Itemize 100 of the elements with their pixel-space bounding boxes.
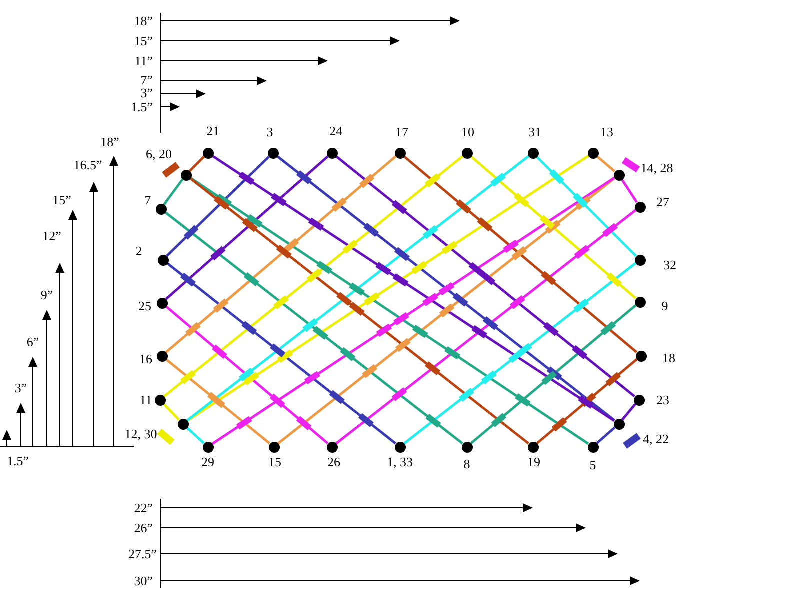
peg-number: 23: [656, 394, 670, 406]
peg-number: 11: [140, 394, 152, 406]
cord-line: [165, 156, 329, 300]
cord-line: [536, 358, 638, 444]
peg-dot: [634, 296, 646, 308]
dimension-label: 18”: [134, 14, 153, 28]
peg-dot: [588, 442, 598, 452]
dimension-label: 11”: [134, 54, 153, 68]
peg-number: 6, 20: [146, 148, 172, 160]
dimension-label: 16.5”: [74, 158, 102, 172]
peg-dot: [202, 442, 214, 452]
peg-dot: [156, 204, 166, 214]
cord-line: [186, 426, 205, 444]
cord-line: [165, 156, 397, 354]
peg-number: 9: [662, 300, 668, 312]
peg-dot: [268, 442, 280, 452]
peg-number: 16: [140, 352, 152, 366]
dimension-label: 30”: [134, 574, 153, 588]
peg-number: 24: [330, 124, 342, 138]
peg-number: 14, 28: [640, 162, 674, 174]
dimension-label: 12”: [42, 230, 62, 242]
peg-dot: [394, 148, 406, 158]
peg-number: 15: [268, 456, 282, 468]
peg-dot: [202, 148, 214, 158]
peg-dot: [528, 442, 538, 452]
peg-dot: [158, 254, 168, 266]
peg-dot: [614, 170, 624, 180]
cord-line: [189, 156, 205, 172]
peg-dot: [462, 148, 472, 158]
dimension-label: 7”: [140, 74, 153, 86]
cord-line: [596, 156, 616, 172]
peg-number: 3: [266, 126, 274, 138]
peg-dot: [634, 394, 644, 406]
peg-dot: [634, 202, 646, 212]
peg-dot: [156, 298, 168, 308]
peg-number: 26: [328, 456, 340, 468]
peg-number: 19: [528, 456, 540, 468]
peg-dot: [528, 148, 538, 158]
cord-line: [166, 262, 396, 445]
dimension-label: 6”: [26, 336, 40, 348]
cord-line: [165, 358, 271, 444]
peg-dot: [394, 442, 406, 452]
dimension-label: 3”: [14, 382, 28, 394]
peg-dot: [326, 442, 338, 452]
peg-number: 7: [144, 194, 152, 206]
cord-line: [596, 426, 616, 444]
cord-line: [163, 178, 184, 206]
peg-number: 18: [662, 352, 676, 364]
peg-number: 10: [462, 126, 474, 138]
dimension-label: 22”: [134, 502, 153, 514]
peg-number: 12, 30: [124, 428, 158, 440]
cord-line: [403, 156, 638, 354]
cord-line: [162, 403, 180, 421]
cord-line: [536, 156, 637, 257]
peg-dot: [634, 254, 646, 266]
cord-line: [336, 209, 636, 445]
peg-number: 31: [528, 126, 542, 138]
dimension-label: 9”: [40, 288, 54, 302]
peg-number: 25: [138, 300, 152, 312]
peg-number: 1, 33: [387, 456, 413, 468]
cord-line: [164, 211, 464, 445]
peg-dot: [614, 418, 624, 430]
cord-line: [166, 156, 270, 258]
peg-number: 21: [206, 124, 220, 138]
peg-number: 4, 22: [643, 432, 669, 446]
dimension-label: 1.5”: [6, 454, 30, 468]
peg-dot: [154, 394, 166, 406]
dimension-label: 15”: [52, 194, 72, 206]
cord-line: [622, 403, 636, 421]
cord-line: [470, 156, 637, 300]
peg-number: 2: [136, 244, 142, 258]
cord-line: [164, 155, 464, 398]
peg-dot: [326, 148, 338, 158]
peg-number: 17: [396, 126, 408, 138]
dimension-label: 1.5”: [130, 100, 153, 114]
peg-number: 8: [464, 458, 470, 470]
cord-line: [278, 177, 616, 445]
dimension-label: 3”: [140, 86, 153, 100]
peg-dot: [180, 170, 192, 180]
cord-line: [404, 262, 636, 445]
peg-dot: [636, 350, 646, 362]
cord-line: [470, 304, 637, 444]
peg-dot: [268, 148, 278, 158]
dimension-label: 26”: [134, 522, 153, 534]
dimension-label: 15”: [134, 34, 153, 48]
peg-dot: [156, 350, 168, 362]
peg-number: 13: [600, 126, 614, 138]
cord-line: [620, 178, 638, 204]
cord-line: [276, 155, 616, 422]
dimension-label: 18”: [100, 136, 120, 148]
peg-dot: [588, 148, 598, 158]
dimension-label: 27.5”: [128, 548, 157, 560]
peg-number: 5: [590, 458, 596, 472]
peg-number: 29: [202, 456, 214, 468]
cord-line: [336, 155, 636, 398]
peg-number: 32: [664, 258, 676, 272]
peg-dot: [178, 418, 188, 430]
peg-dot: [462, 442, 472, 452]
peg-number: 27: [656, 196, 670, 208]
cord-line: [165, 306, 329, 444]
